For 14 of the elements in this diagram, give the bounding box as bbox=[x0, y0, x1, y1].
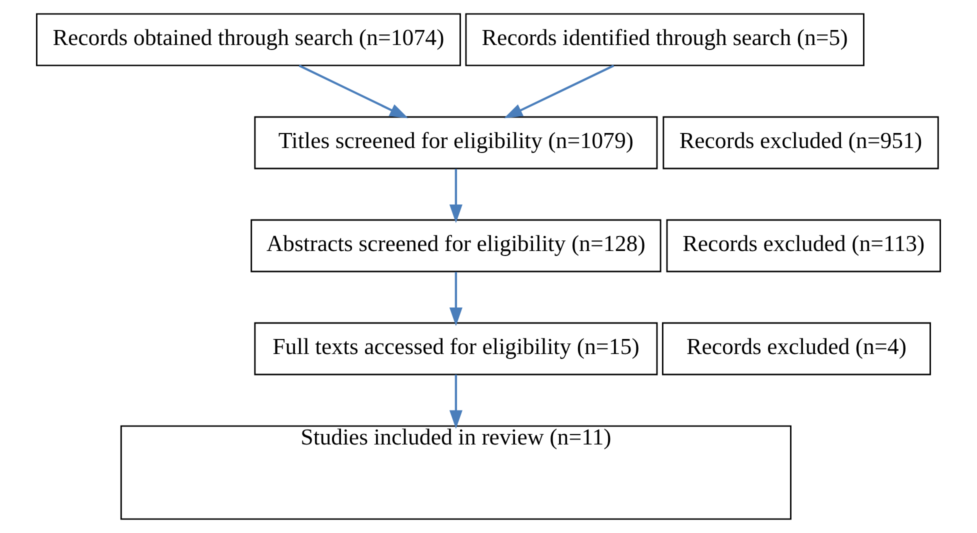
node-box: Titles screened for eligibility (n=1079) bbox=[254, 116, 658, 170]
arrow bbox=[449, 168, 462, 224]
node-box: Records excluded (n=4) bbox=[662, 322, 931, 376]
node-box: Records obtained through search (n=1074) bbox=[36, 13, 461, 66]
arrow bbox=[449, 374, 462, 429]
node-box: Abstracts screened for eligibility (n=128) bbox=[250, 219, 662, 272]
arrow bbox=[298, 64, 408, 118]
arrow bbox=[504, 64, 614, 118]
node-box: Studies included in review (n=11) bbox=[120, 425, 792, 520]
node-box: Records identified through search (n=5) bbox=[465, 13, 864, 66]
node-box: Records excluded (n=113) bbox=[666, 219, 941, 272]
node-box: Full texts accessed for eligibility (n=15) bbox=[254, 322, 658, 376]
arrow bbox=[449, 272, 462, 326]
node-box: Records excluded (n=951) bbox=[662, 116, 939, 170]
